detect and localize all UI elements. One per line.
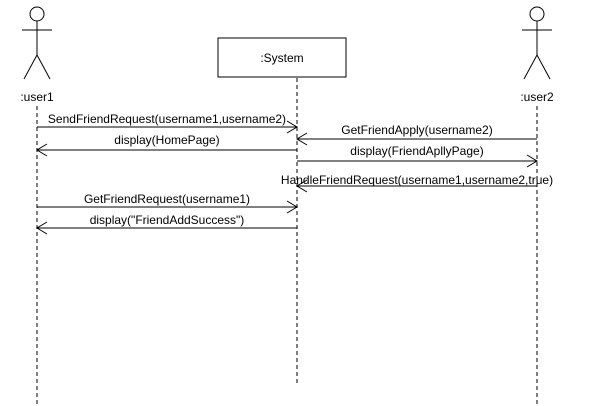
stick-figure-icon [22,6,52,80]
message-display-homepage: display(HomePage) [36,133,297,157]
object-box [217,37,347,78]
message-display-friend-add-success: display("FriendAddSuccess") [36,213,297,235]
actor-user1: :user1 [20,6,54,104]
actor-label-user2: :user2 [520,90,554,104]
actor-label-user1: :user1 [20,90,54,104]
message-label: GetFriendRequest(username1) [84,192,250,206]
object-label-system: :System [260,51,303,65]
message-get-friend-request: GetFriendRequest(username1) [37,192,298,214]
message-label: display(HomePage) [114,133,219,147]
object-system: :System [217,37,347,78]
stick-figure-icon [522,6,552,80]
message-display-friend-apply-page: display(FriendApllyPage) [297,144,538,168]
message-label: display(FriendApllyPage) [350,144,483,158]
actor-user2: :user2 [520,6,554,104]
message-label: SendFriendRequest(username1,username2) [48,112,286,126]
message-label: GetFriendApply(username2) [341,123,492,137]
message-handle-friend-request: HandleFriendRequest(username1,username2,… [281,173,553,193]
message-label: display("FriendAddSuccess") [90,213,245,227]
message-get-friend-apply: GetFriendApply(username2) [296,123,537,146]
message-send-friend-request: SendFriendRequest(username1,username2) [37,112,298,134]
message-label: HandleFriendRequest(username1,username2,… [281,173,553,187]
